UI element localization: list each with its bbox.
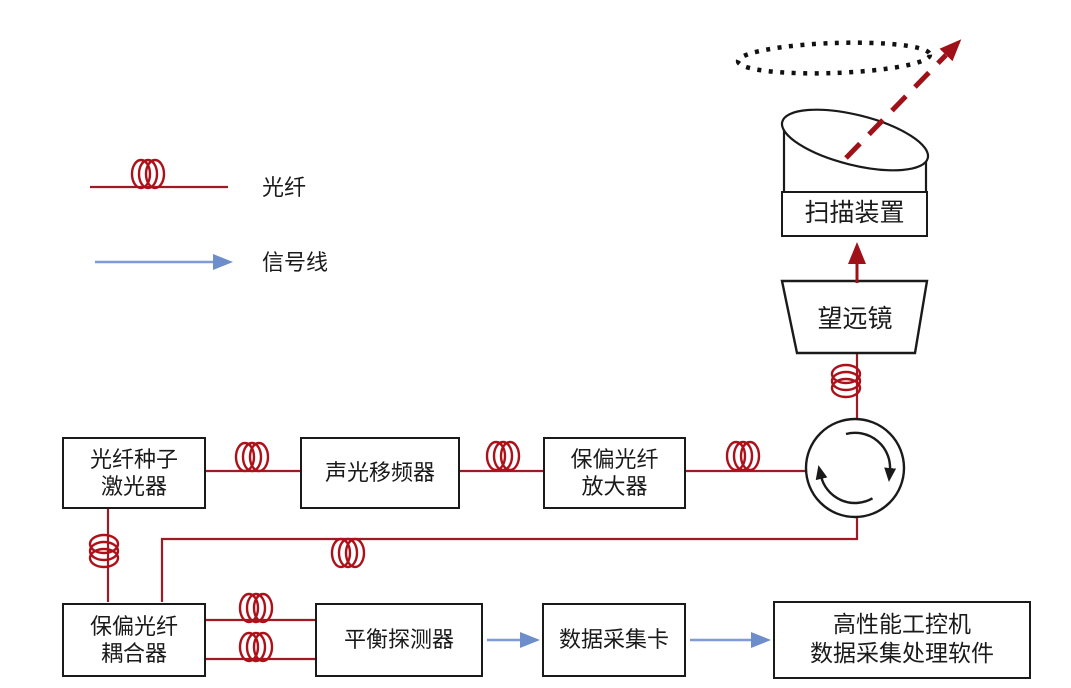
fiber-coil-icon: [330, 537, 366, 569]
fiber-coil-icon: [234, 441, 270, 473]
node-scan-device: 扫描装置: [781, 191, 928, 237]
scan-pattern-ellipse: [735, 40, 933, 76]
node-balanced-detector: 平衡探测器: [315, 603, 483, 677]
fiber-coil-icon: [130, 158, 166, 190]
fiber-coil-icon: [725, 440, 761, 472]
circulator-icon: [804, 417, 906, 519]
fiber-coil-icon: [485, 440, 521, 472]
fiber-circulator-to-coupler: [160, 517, 859, 602]
node-telescope-label: 望远镜: [817, 306, 893, 333]
fiber-coil-icon: [238, 592, 274, 624]
node-pm-amplifier: 保偏光纤 放大器: [543, 437, 686, 509]
fiber-coil-icon: [88, 533, 120, 569]
scanner-mirror-face: [780, 108, 930, 172]
node-pm-coupler: 保偏光纤 耦合器: [62, 603, 206, 677]
fiber-coil-icon: [830, 363, 862, 399]
telescope-shape: [780, 279, 929, 355]
node-freq-shifter: 声光移频器: [300, 437, 460, 509]
fiber-coil-icon: [238, 631, 274, 663]
node-daq-card: 数据采集卡: [542, 603, 686, 677]
legend-fiber-label: 光纤: [262, 175, 307, 200]
node-industrial-pc: 高性能工控机 数据采集处理软件: [773, 601, 1031, 679]
beam-arrow: [844, 39, 962, 160]
legend-signal-label: 信号线: [262, 250, 329, 275]
node-seed-laser: 光纤种子 激光器: [62, 437, 206, 509]
